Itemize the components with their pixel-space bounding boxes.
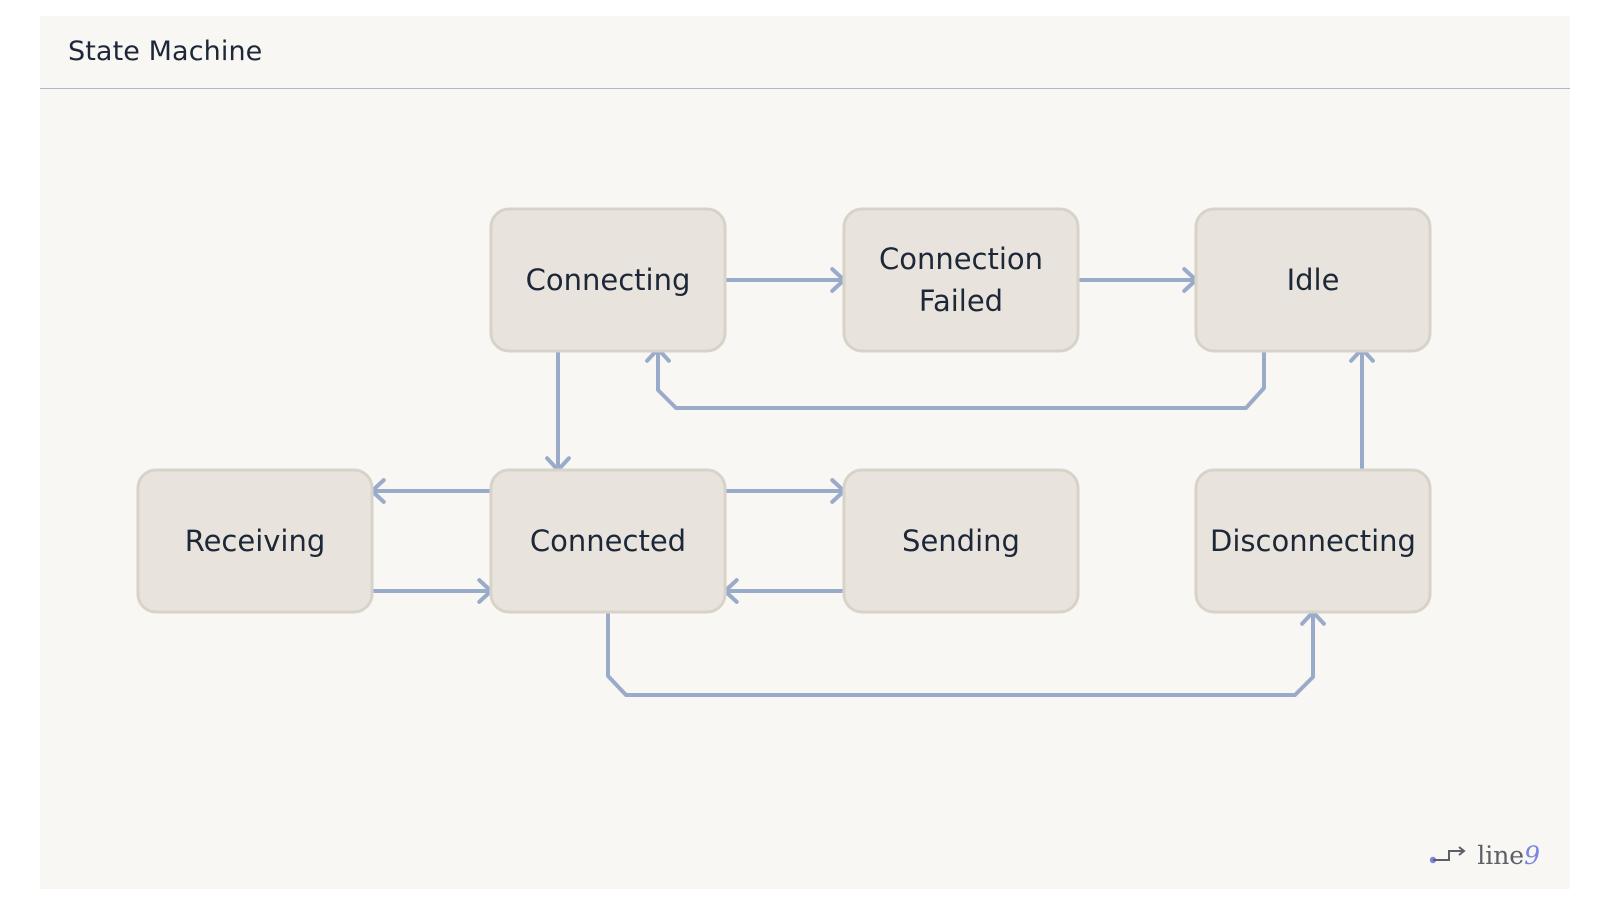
edge-idle-to-connecting xyxy=(645,347,1266,410)
brand-wordmark: line9 xyxy=(1477,840,1540,870)
state-node-connected[interactable]: Connected xyxy=(489,468,727,614)
state-label: Failed xyxy=(919,284,1003,318)
edge-connected-to-disconnecting xyxy=(606,610,1326,697)
edge-sending-to-connected xyxy=(723,578,846,604)
state-node-idle[interactable]: Idle xyxy=(1194,207,1432,353)
edge-connected-to-receiving xyxy=(370,478,493,504)
state-node-disconnecting[interactable]: Disconnecting xyxy=(1194,468,1432,614)
state-label: Disconnecting xyxy=(1210,524,1416,558)
edge-receiving-to-connected xyxy=(370,578,493,604)
state-label: Connection xyxy=(879,242,1043,276)
edge-connecting-to-connected xyxy=(545,349,571,472)
state-label: Connecting xyxy=(526,263,691,297)
brand-arrow-icon xyxy=(1430,846,1466,864)
state-label: Receiving xyxy=(185,524,326,558)
edge-connection_failed-to-idle xyxy=(1076,267,1198,293)
diagram-panel: State Machine xyxy=(40,16,1570,889)
state-label: Idle xyxy=(1287,263,1340,297)
state-node-connecting[interactable]: Connecting xyxy=(489,207,727,353)
diagram-title: State Machine xyxy=(68,36,263,67)
brand-logo: line9 xyxy=(1429,835,1540,875)
edge-connecting-to-connection_failed xyxy=(723,267,846,293)
panel-header: State Machine xyxy=(40,16,1570,89)
state-node-sending[interactable]: Sending xyxy=(842,468,1080,614)
state-label: Sending xyxy=(902,524,1020,558)
edge-connected-to-sending xyxy=(723,478,846,504)
state-label: Connected xyxy=(530,524,686,558)
edge-disconnecting-to-idle xyxy=(1349,347,1375,472)
state-node-receiving[interactable]: Receiving xyxy=(136,468,374,614)
